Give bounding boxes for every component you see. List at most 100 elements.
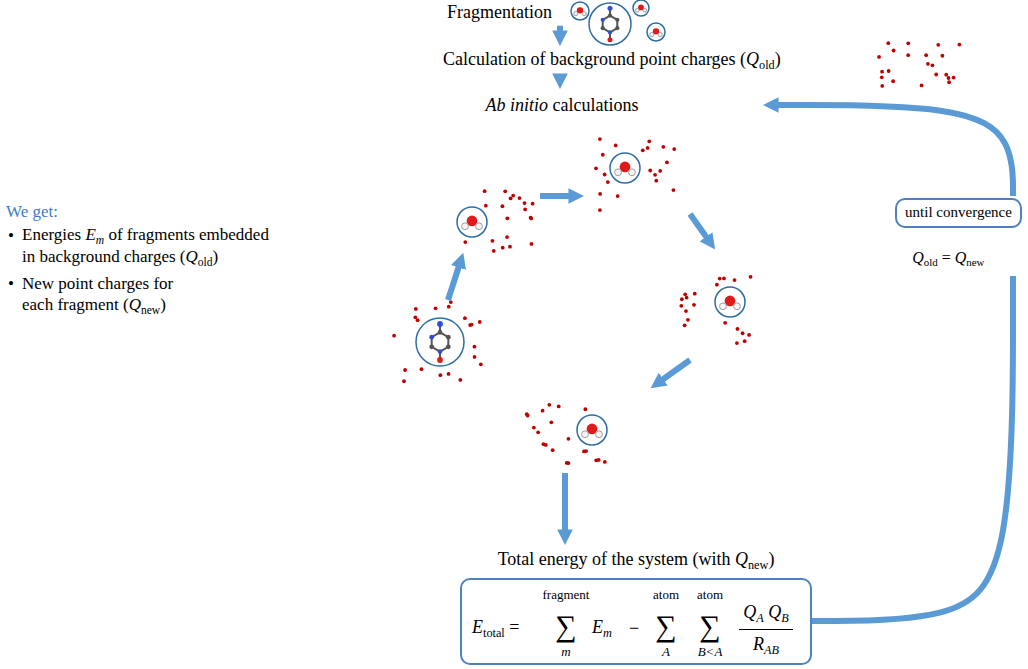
point-charge <box>749 275 753 279</box>
point-charge <box>926 62 930 66</box>
node-text: Ab initio <box>486 95 549 115</box>
node-text: E <box>472 617 483 637</box>
point-charge <box>906 41 910 45</box>
node-text: m <box>561 644 570 659</box>
text-line: until convergence <box>905 204 1012 221</box>
point-charge <box>606 180 610 184</box>
point-charge <box>526 414 530 418</box>
node-text: Q <box>735 549 748 569</box>
point-charge <box>685 296 689 300</box>
point-charge <box>492 249 496 253</box>
node-text: ) <box>775 49 781 69</box>
text-line: − <box>629 618 639 639</box>
point-charge <box>549 420 553 424</box>
node-text: calculations <box>553 95 639 115</box>
point-charge <box>743 339 747 343</box>
point-charge <box>583 407 587 411</box>
point-charge <box>944 73 948 77</box>
point-charge <box>920 84 924 88</box>
point-charge <box>541 409 545 413</box>
point-charge <box>544 443 548 447</box>
point-charge <box>693 292 697 296</box>
hydrogen-atom <box>476 223 483 230</box>
hydrogen-atom <box>734 303 741 310</box>
cytosine-fragment <box>416 318 464 366</box>
text-line: Ab initiocalculations <box>486 95 639 116</box>
water-fragment <box>571 2 589 20</box>
point-charge <box>906 53 910 57</box>
flow-arrow <box>562 473 568 531</box>
node-text: m <box>603 625 612 639</box>
point-charge <box>680 297 684 301</box>
point-charge <box>420 367 424 371</box>
point-charge <box>402 379 406 383</box>
hydrogen-atom <box>582 431 589 438</box>
point-charge <box>684 309 688 313</box>
point-charge <box>891 79 895 83</box>
side-note: ) <box>160 295 166 314</box>
point-charge <box>463 240 467 244</box>
point-charge <box>551 448 555 452</box>
atom <box>601 18 605 22</box>
point-charge <box>523 208 527 212</box>
point-charge <box>511 194 515 198</box>
side-note: of fragments embedded <box>108 225 269 244</box>
atom <box>438 349 443 354</box>
point-charge <box>934 73 938 77</box>
point-charge <box>683 323 687 327</box>
flow-arrow <box>812 276 1013 621</box>
hydrogen-atom <box>650 33 654 37</box>
text-line: RAB <box>753 634 779 657</box>
point-charge <box>661 145 665 149</box>
side-note: Energies <box>22 225 81 244</box>
point-charge <box>722 276 726 280</box>
point-charge <box>463 316 467 320</box>
point-charge <box>547 403 551 407</box>
point-charge <box>940 54 944 58</box>
energy-formula-box: Total energy of the system (withQnew)Eto… <box>460 548 812 665</box>
step-text: Calculation of background point charges … <box>443 49 781 72</box>
text-line: in background charges (Qold) <box>22 247 218 269</box>
hydrogen-atom <box>582 12 586 16</box>
point-charge <box>672 188 676 192</box>
text-line: m <box>561 645 570 660</box>
text-line: B<A <box>698 645 723 660</box>
point-charge <box>438 373 442 377</box>
atom <box>608 30 612 34</box>
point-charge <box>654 179 658 183</box>
point-charge <box>478 320 482 324</box>
text-line: A <box>662 645 670 660</box>
node-text: = <box>942 249 951 266</box>
point-charge <box>952 76 956 80</box>
atom <box>615 18 619 22</box>
calculation-region: Ab initiocalculations <box>400 92 760 470</box>
point-charges <box>392 300 483 383</box>
point-charge <box>557 405 561 409</box>
point-charge <box>531 202 535 206</box>
fragment-circle <box>610 153 640 183</box>
side-note: We get: <box>6 202 58 221</box>
point-charge <box>468 323 472 327</box>
water-fragment <box>457 207 487 237</box>
point-charge <box>594 458 598 462</box>
node-text: Q <box>743 602 756 622</box>
point-charge <box>403 368 407 372</box>
node-text: B <box>781 610 788 624</box>
point-charges <box>525 403 607 465</box>
hydrogen-atom <box>462 223 469 230</box>
point-charge <box>715 283 719 287</box>
point-charge <box>479 362 483 366</box>
point-charge <box>658 169 662 173</box>
atom <box>601 26 605 30</box>
point-charge <box>747 333 751 337</box>
point-charge <box>931 63 935 67</box>
node-text: until convergence <box>905 204 1012 220</box>
text-line: Total energy of the system (withQnew) <box>498 549 775 572</box>
fragment-circle <box>571 2 589 20</box>
water-fragment <box>647 23 665 41</box>
fragment-circle <box>457 207 487 237</box>
point-charge <box>892 49 896 53</box>
node-text: R <box>753 634 764 654</box>
nitrogen-atom <box>437 321 443 327</box>
